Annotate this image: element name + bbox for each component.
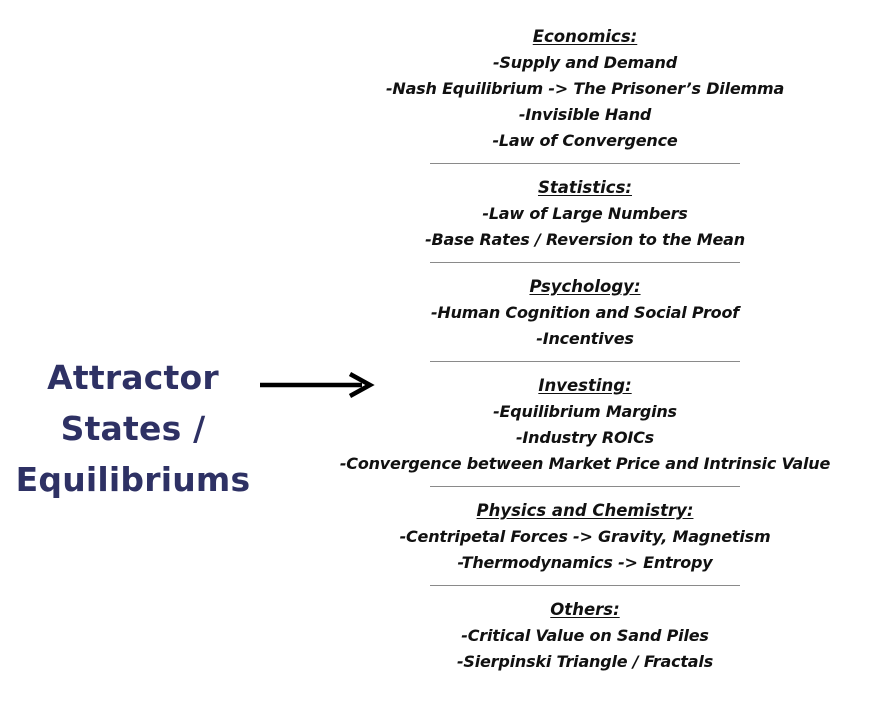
section-item: -Sierpinski Triangle / Fractals [456, 652, 714, 671]
section-item: -Law of Convergence [492, 131, 678, 150]
section-item: -Critical Value on Sand Piles [461, 626, 709, 645]
section-item: -Supply and Demand [492, 53, 677, 72]
section-item: -Nash Equilibrium -> The Prisoner’s Dile… [385, 79, 785, 98]
topic-section: Statistics: -Law of Large Numbers -Base Ra… [330, 175, 840, 253]
section-header: Economics: [532, 27, 638, 46]
section-item: -Human Cognition and Social Proof [430, 303, 740, 322]
section-header: Others: [550, 600, 620, 619]
section-divider [430, 163, 740, 164]
section-item: -Industry ROICs [515, 428, 655, 447]
section-header: Statistics: [537, 178, 632, 197]
section-item: -Centripetal Forces -> Gravity, Magnetis… [399, 527, 771, 546]
section-header: Physics and Chemistry: [476, 501, 694, 520]
section-item: -Thermodynamics -> Entropy [457, 553, 713, 572]
section-divider [430, 361, 740, 362]
section-header: Psychology: [529, 277, 641, 296]
section-divider [430, 262, 740, 263]
right-arrow-icon [260, 372, 375, 398]
topic-section: Physics and Chemistry: -Centripetal Force… [330, 498, 840, 576]
section-item: -Equilibrium Margins [493, 402, 677, 421]
main-title-line: Attractor [47, 358, 219, 397]
topic-section: Others: -Critical Value on Sand Piles -Sie… [330, 597, 840, 675]
section-item: -Base Rates / Reversion to the Mean [425, 230, 745, 249]
section-header: Investing: [538, 376, 632, 395]
section-item: -Incentives [536, 329, 634, 348]
topic-section: Economics: -Supply and Demand -Nash Equili… [330, 24, 840, 154]
main-title-line: States / [60, 409, 206, 448]
topic-section: Psychology: -Human Cognition and Social P… [330, 274, 840, 352]
section-item: -Convergence between Market Price and In… [339, 454, 831, 473]
section-item: -Law of Large Numbers [482, 204, 688, 223]
section-item: -Invisible Hand [518, 105, 652, 124]
main-title: Attractor States / Equilibriums [8, 352, 258, 505]
topic-sections: Economics: -Supply and Demand -Nash Equili… [330, 24, 840, 675]
topic-section: Investing: -Equilibrium Margins -Industry … [330, 373, 840, 477]
section-divider [430, 585, 740, 586]
section-divider [430, 486, 740, 487]
main-title-line: Equilibriums [15, 460, 251, 499]
